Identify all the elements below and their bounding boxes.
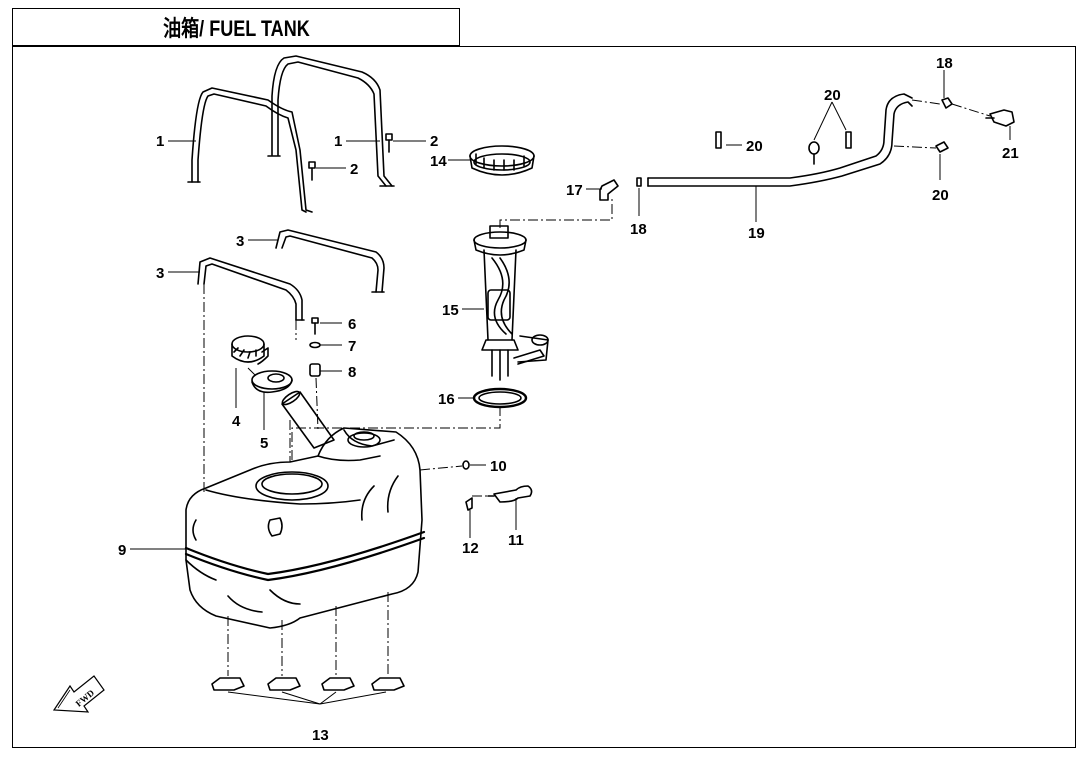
part-12-clip bbox=[465, 497, 473, 511]
filler-neck bbox=[281, 390, 335, 449]
callout-2b: 2 bbox=[350, 161, 358, 178]
callout-18a: 18 bbox=[630, 221, 647, 238]
part-21-quick-connector bbox=[985, 109, 1015, 127]
callout-labels: 1 1 2 2 3 3 4 5 6 7 8 9 10 11 12 13 14 1… bbox=[118, 55, 1019, 744]
part-3-pad-lower bbox=[197, 257, 305, 321]
callout-10: 10 bbox=[490, 458, 507, 475]
callout-1a: 1 bbox=[156, 133, 164, 150]
callout-1b: 1 bbox=[334, 133, 342, 150]
part-9-fuel-tank bbox=[184, 427, 426, 629]
callout-7: 7 bbox=[348, 338, 356, 355]
part-1-strap-right bbox=[267, 55, 395, 187]
part-19-fuel-hose bbox=[647, 93, 913, 187]
callout-16: 16 bbox=[438, 391, 455, 408]
callout-20a: 20 bbox=[746, 138, 763, 155]
fwd-direction-arrow: FWD bbox=[52, 675, 105, 713]
callout-3b: 3 bbox=[156, 265, 164, 282]
part-4-fuel-cap bbox=[231, 335, 269, 365]
title-box: 油箱/ FUEL TANK bbox=[12, 8, 460, 46]
part-13-pads bbox=[211, 677, 405, 691]
part-5-gasket bbox=[251, 370, 293, 394]
page-title: 油箱/ FUEL TANK bbox=[162, 16, 310, 41]
callout-14: 14 bbox=[430, 153, 447, 170]
part-20-clamp-a bbox=[715, 131, 722, 149]
part-2-bolt-upper bbox=[385, 133, 393, 153]
callout-13: 13 bbox=[312, 727, 329, 744]
part-20-clamp-d bbox=[935, 141, 949, 153]
callout-20b: 20 bbox=[824, 87, 841, 104]
part-10-clip bbox=[462, 460, 470, 470]
callout-5: 5 bbox=[260, 435, 268, 452]
part-1-strap-left bbox=[187, 87, 313, 213]
callout-20c: 20 bbox=[932, 187, 949, 204]
part-20-clamp-c bbox=[845, 131, 852, 149]
part-18-clamp bbox=[636, 177, 642, 187]
callout-9: 9 bbox=[118, 542, 126, 559]
part-18-clamp-upper bbox=[941, 97, 953, 109]
callout-15: 15 bbox=[442, 302, 459, 319]
leader-lines bbox=[130, 70, 1011, 705]
part-14-lock-ring bbox=[469, 145, 535, 176]
callout-21: 21 bbox=[1002, 145, 1019, 162]
part-17-elbow-connector bbox=[599, 179, 619, 201]
callout-11: 11 bbox=[508, 532, 524, 549]
callout-4: 4 bbox=[232, 413, 241, 430]
callout-3a: 3 bbox=[236, 233, 244, 250]
part-7-washer bbox=[309, 341, 321, 349]
part-15-fuel-pump bbox=[473, 225, 549, 381]
part-20-clamp-b bbox=[808, 141, 820, 165]
callout-18b: 18 bbox=[936, 55, 953, 72]
callout-17: 17 bbox=[566, 182, 583, 199]
diagram-frame bbox=[12, 46, 1076, 748]
callout-8: 8 bbox=[348, 364, 356, 381]
part-6-bolt bbox=[311, 317, 319, 335]
callout-12: 12 bbox=[462, 540, 479, 557]
part-2-bolt-lower bbox=[308, 161, 316, 181]
assembly-lines bbox=[203, 99, 991, 676]
part-8-nut bbox=[309, 363, 321, 377]
part-11-vent-hose bbox=[487, 485, 533, 503]
part-16-seal-ring bbox=[472, 387, 528, 409]
callout-6: 6 bbox=[348, 316, 356, 333]
callout-19: 19 bbox=[748, 225, 765, 242]
part-3-pad-upper bbox=[275, 229, 385, 293]
callout-2a: 2 bbox=[430, 133, 438, 150]
